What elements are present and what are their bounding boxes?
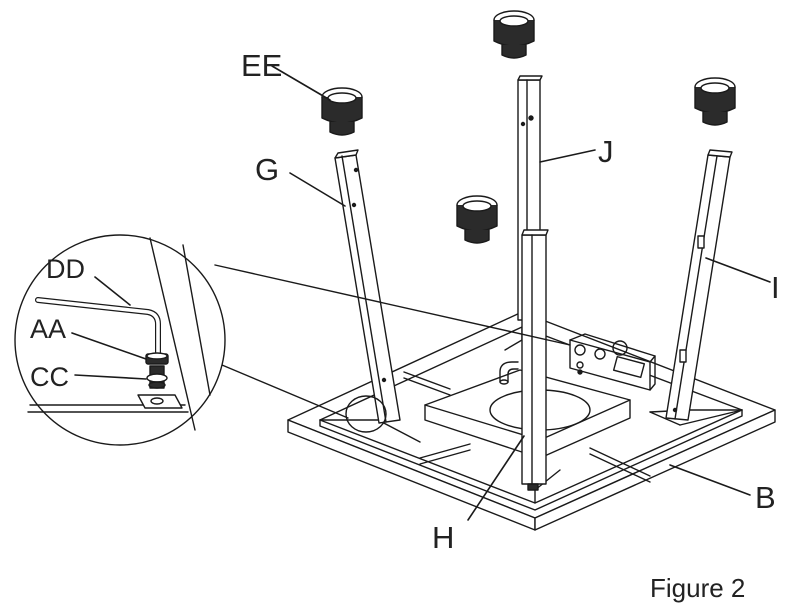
detail-callout (14, 234, 571, 446)
label-dd: DD (46, 254, 85, 284)
foot-ee-center (456, 195, 498, 244)
foot-ee-left (321, 87, 363, 136)
leg-i (665, 149, 733, 421)
label-b: B (755, 480, 776, 515)
part-labels: EE G J I DD AA CC B H Figure 2 (30, 48, 780, 603)
label-cc: CC (30, 362, 69, 392)
label-g: G (255, 152, 279, 187)
bracket (569, 333, 656, 391)
label-aa: AA (30, 314, 66, 344)
leg-g (334, 149, 401, 424)
label-ee: EE (241, 48, 282, 83)
figure-caption: Figure 2 (650, 573, 745, 603)
foot-ee-right (694, 77, 736, 126)
foot-ee-top (493, 10, 535, 59)
label-i: I (771, 270, 780, 305)
leader-lines (71, 65, 771, 521)
leg-h (521, 229, 549, 491)
label-j: J (598, 134, 614, 169)
label-h: H (432, 520, 454, 555)
